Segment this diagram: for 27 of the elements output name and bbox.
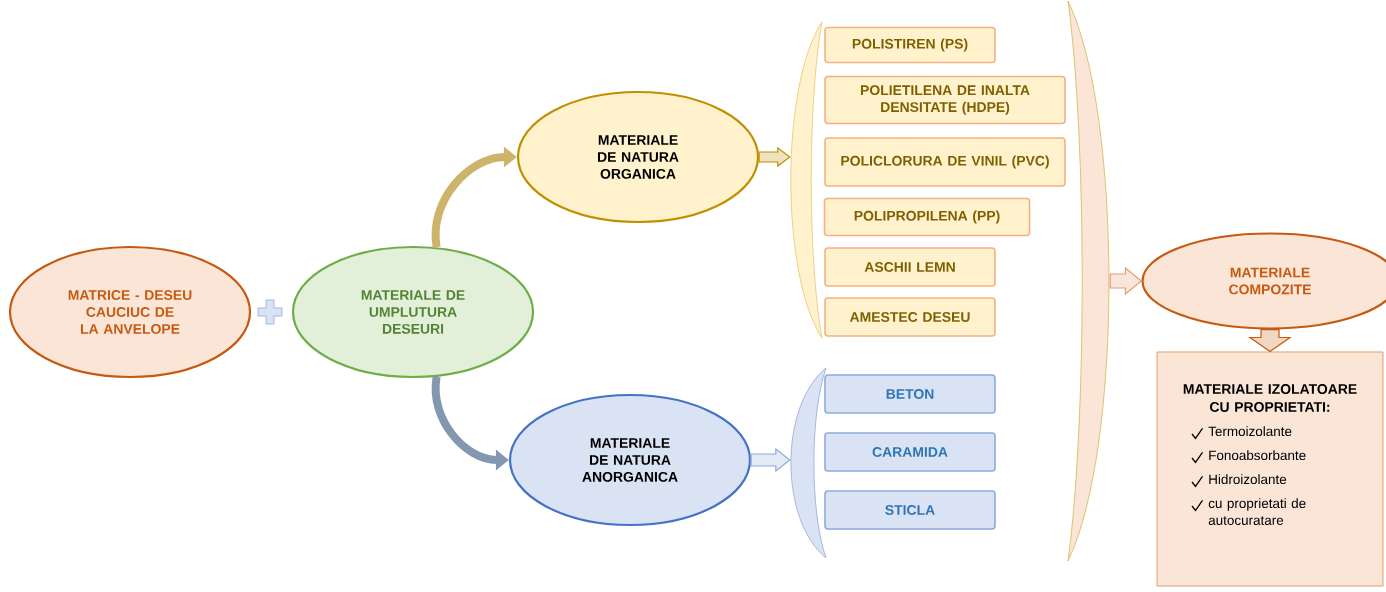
material-box: STICLA <box>824 490 996 530</box>
material-box: CARAMIDA <box>824 432 996 472</box>
list-item: Termoizolante <box>1208 426 1292 437</box>
bracket <box>1067 0 1110 562</box>
info-box <box>1156 351 1384 587</box>
ellipse-node: MATERIALE DE UMPLUTURA DESEURI <box>291 245 535 379</box>
ellipse-node: MATERIALE DE NATURA ANORGANICA <box>508 393 752 527</box>
material-box: POLIETILENA DE INALTA DENSITATE (HDPE) <box>824 75 1066 125</box>
list-item: Hidroizolante <box>1209 474 1287 485</box>
bracket <box>790 21 823 339</box>
material-box: BETON <box>824 374 996 414</box>
ellipse-node: MATERIALE COMPOZITE <box>1141 232 1386 330</box>
material-box: ASCHII LEMN <box>824 247 996 287</box>
block-arrow <box>758 146 791 168</box>
material-box: POLIPROPILENA (PP) <box>823 197 1031 237</box>
list-item: Fonoabsorbante <box>1209 450 1306 461</box>
block-arrow <box>750 447 791 473</box>
bracket <box>790 367 827 559</box>
heading: MATERIALE IZOLATOARE CU PROPRIETATI: <box>1183 384 1357 412</box>
block-arrow <box>1109 266 1143 296</box>
material-box: POLICLORURA DE VINIL (PVC) <box>824 137 1066 187</box>
material-box: POLISTIREN (PS) <box>824 26 996 64</box>
list-item: cu proprietati de autocuratare <box>1208 498 1306 525</box>
material-box: AMESTEC DESEU <box>824 297 996 337</box>
ellipse-node: MATRICE - DESEU CAUCIUC DE LA ANVELOPE <box>8 245 252 379</box>
block-arrow <box>1248 329 1292 353</box>
ellipse-node: MATERIALE DE NATURA ORGANICA <box>516 90 760 224</box>
